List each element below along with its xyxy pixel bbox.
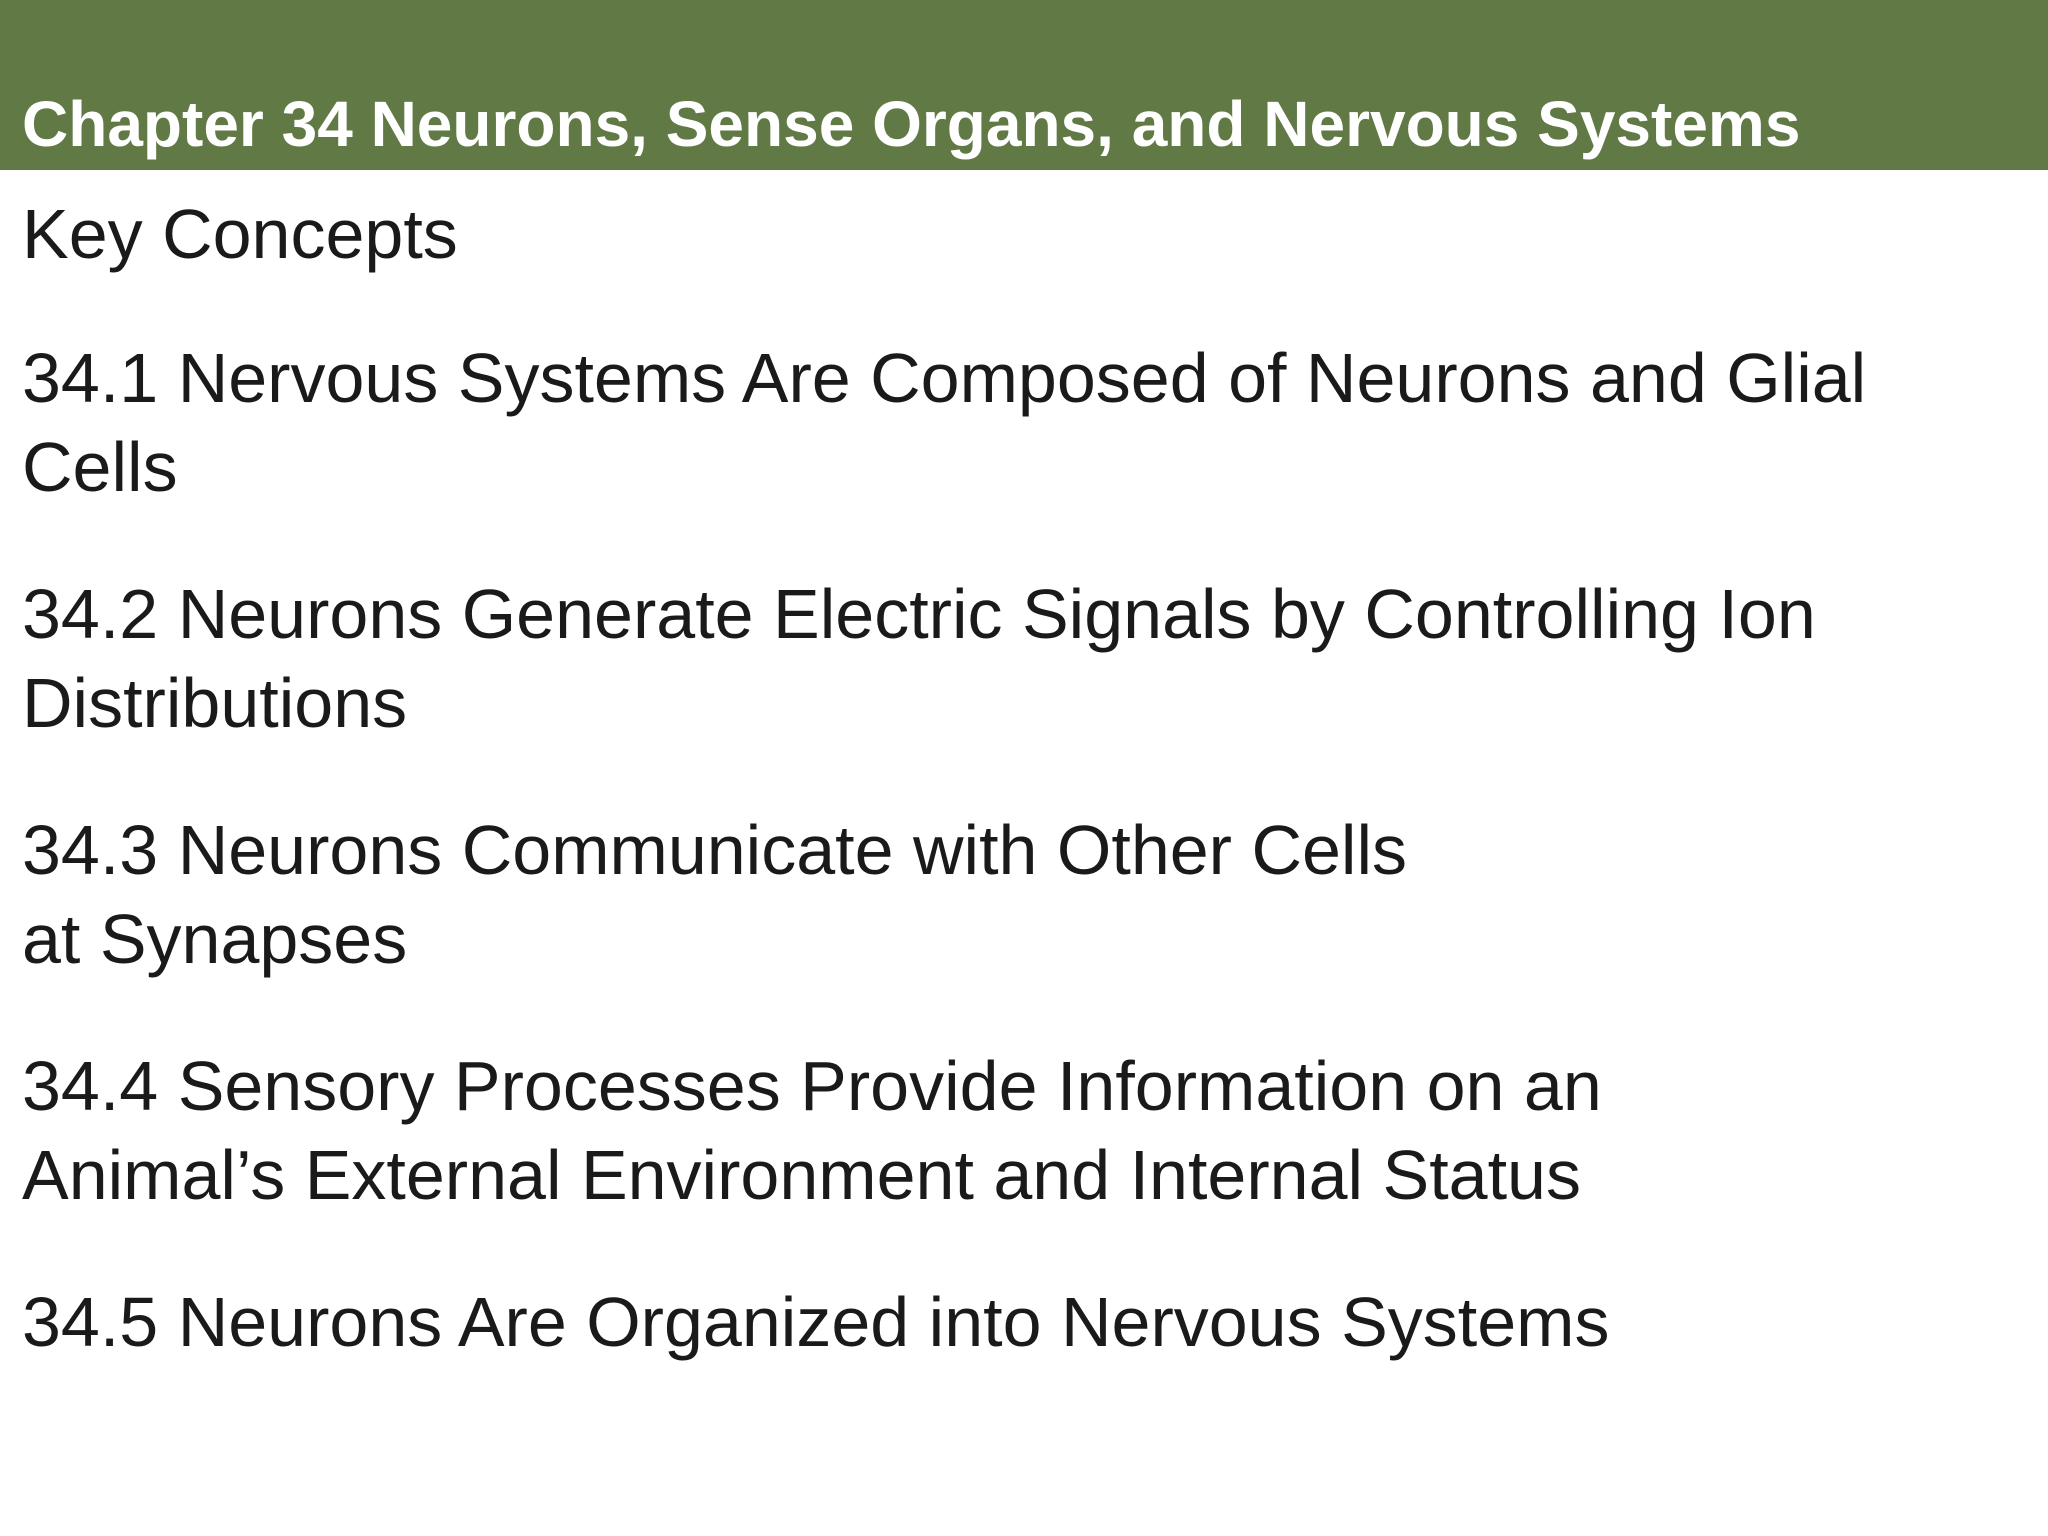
concept-line: Cells [22, 428, 178, 506]
title-bar: Chapter 34 Neurons, Sense Organs, and Ne… [0, 0, 2048, 170]
concept-line: 34.3 Neurons Communicate with Other Cell… [22, 811, 1408, 889]
concept-list: 34.1 Nervous Systems Are Composed of Neu… [22, 334, 2032, 1367]
concept-line: 34.5 Neurons Are Organized into Nervous … [22, 1283, 1610, 1361]
concept-item-34-1: 34.1 Nervous Systems Are Composed of Neu… [22, 334, 2032, 512]
concept-line: Animal’s External Environment and Intern… [22, 1136, 1581, 1214]
concept-item-34-3: 34.3 Neurons Communicate with Other Cell… [22, 806, 2032, 984]
key-concepts-heading: Key Concepts [22, 195, 458, 273]
concept-line: Distributions [22, 664, 408, 742]
concept-line: 34.2 Neurons Generate Electric Signals b… [22, 575, 1816, 653]
slide-content: Key Concepts 34.1 Nervous Systems Are Co… [22, 190, 2032, 1367]
concept-item-34-4: 34.4 Sensory Processes Provide Informati… [22, 1042, 2032, 1220]
slide-title: Chapter 34 Neurons, Sense Organs, and Ne… [22, 88, 1801, 160]
concept-line: 34.4 Sensory Processes Provide Informati… [22, 1047, 1602, 1125]
concept-line: at Synapses [22, 900, 408, 978]
concept-item-34-5: 34.5 Neurons Are Organized into Nervous … [22, 1278, 2032, 1367]
concept-item-34-2: 34.2 Neurons Generate Electric Signals b… [22, 570, 2032, 748]
concept-line: 34.1 Nervous Systems Are Composed of Neu… [22, 339, 1867, 417]
